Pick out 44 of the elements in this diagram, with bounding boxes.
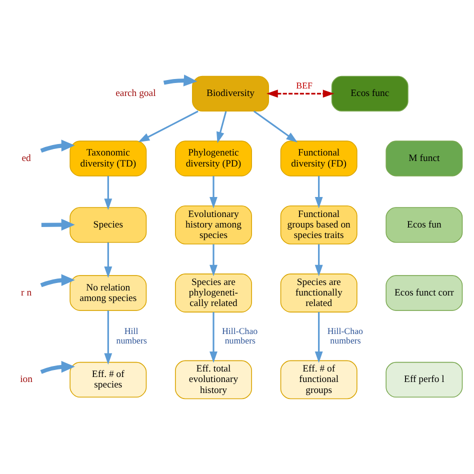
node-box: Phylogenetic diversity (PD)	[175, 140, 252, 176]
arrow	[40, 274, 75, 287]
arrow	[253, 110, 298, 142]
arrow	[40, 139, 75, 152]
node-box: Evolutionary history among species	[175, 205, 252, 244]
arrow	[40, 360, 75, 374]
arrow	[163, 74, 198, 86]
node-box: Functional groups based on species traits	[280, 205, 358, 244]
arrow	[104, 242, 112, 278]
node-text: ion	[20, 374, 33, 385]
arrow	[314, 312, 323, 362]
node-box: Species are functionally related	[280, 273, 358, 312]
arrow	[210, 312, 218, 362]
node-text: r n	[21, 287, 32, 298]
arrow	[314, 176, 323, 208]
arrow	[104, 176, 112, 210]
edge-label: Hill-Chao numbers	[222, 325, 258, 345]
edge-label: Hill numbers	[116, 325, 147, 345]
node-box: Functional diversity (FD)	[280, 140, 358, 176]
node-box: No relation among species	[70, 274, 147, 310]
node-text: earch goal	[116, 88, 156, 99]
arrow	[216, 110, 227, 143]
arrow	[210, 244, 218, 276]
node-box: Eff. # of functional groups	[280, 360, 358, 399]
edge-label: Hill-Chao numbers	[327, 325, 363, 345]
node-box: Eff. # of species	[70, 361, 147, 398]
node-box: Eff perfo l	[386, 361, 463, 398]
node-box: Ecos func	[331, 75, 408, 111]
arrow	[210, 176, 218, 208]
node-box: Species are phylogeneti- cally related	[175, 273, 252, 312]
node-box: Species	[70, 206, 147, 242]
node-text: ed	[22, 152, 31, 164]
arrow	[41, 218, 75, 230]
node-box: Taxonomic diversity (TD)	[70, 140, 147, 176]
node-box: Ecos funct corr	[386, 274, 463, 310]
arrow	[314, 244, 323, 276]
arrow	[266, 89, 334, 98]
arrow	[104, 310, 112, 364]
node-box: M funct	[386, 140, 463, 176]
node-box: Eff. total evolutionary history	[175, 360, 252, 399]
edge-label: BEF	[296, 80, 312, 90]
node-box: Biodiversity	[192, 75, 269, 111]
node-box: Ecos fun	[386, 206, 463, 242]
arrow	[138, 110, 198, 142]
